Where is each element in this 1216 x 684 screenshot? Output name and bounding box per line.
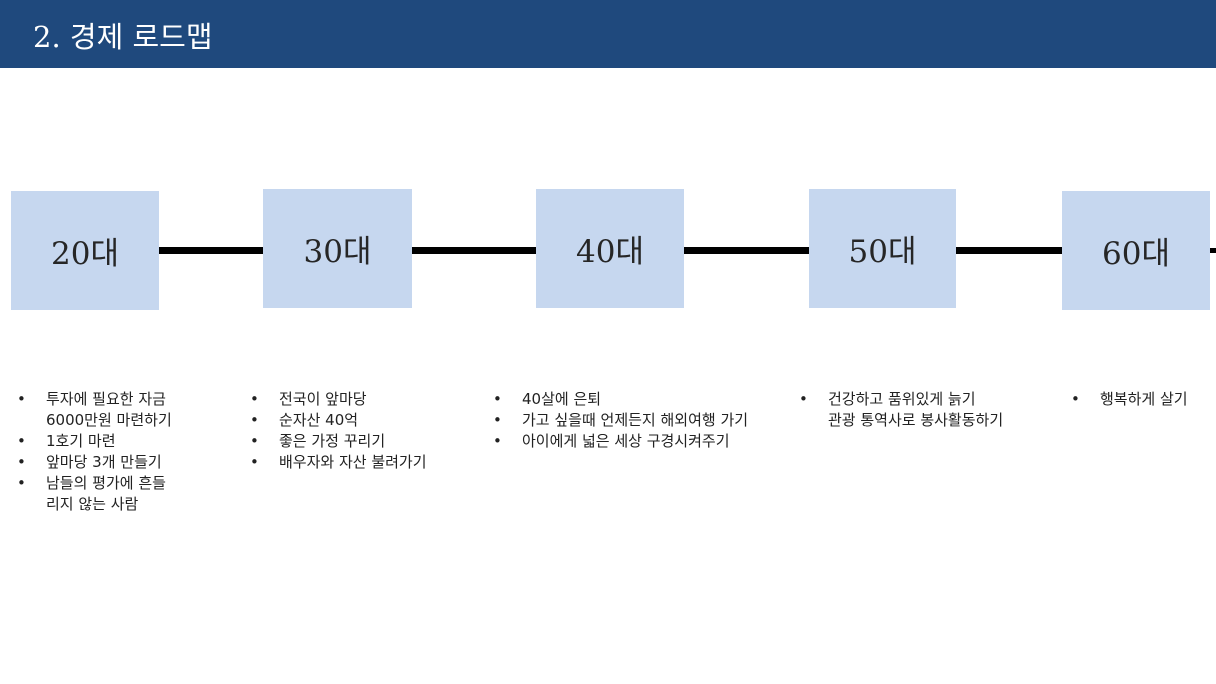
goal-list-40s: 40살에 은퇴 가고 싶을때 언제든지 해외여행 가기 아이에게 넓은 세상 구… (493, 389, 748, 452)
timeline-connector (411, 247, 537, 254)
slide-title: 2. 경제 로드맵 (33, 20, 213, 54)
timeline-connector (684, 247, 810, 254)
list-item: 아이에게 넓은 세상 구경시켜주기 (493, 431, 748, 452)
timeline-box-20s: 20대 (11, 191, 159, 310)
list-item: 순자산 40억 (250, 410, 427, 431)
goal-list-50s: 건강하고 품위있게 늙기 관광 통역사로 봉사활동하기 (799, 389, 1003, 431)
list-item: 건강하고 품위있게 늙기 (799, 389, 1003, 410)
timeline-connector (159, 247, 264, 254)
list-item: 행복하게 살기 (1071, 389, 1188, 410)
list-item: 앞마당 3개 만들기 (17, 452, 172, 473)
list-item: 관광 통역사로 봉사활동하기 (828, 411, 1004, 429)
timeline-box-30s: 30대 (263, 189, 412, 308)
list-item: 40살에 은퇴 (493, 389, 748, 410)
list-item: 6000만원 마련하기 (46, 411, 172, 429)
list-item: 전국이 앞마당 (250, 389, 427, 410)
list-item: 좋은 가정 꾸리기 (250, 431, 427, 452)
goal-list-60s: 행복하게 살기 (1071, 389, 1188, 410)
list-item: 남들의 평가에 흔들 (17, 473, 172, 494)
goal-list-20s: 투자에 필요한 자금 6000만원 마련하기 1호기 마련 앞마당 3개 만들기… (17, 389, 172, 515)
list-item: 가고 싶을때 언제든지 해외여행 가기 (493, 410, 748, 431)
goal-list-30s: 전국이 앞마당 순자산 40억 좋은 가정 꾸리기 배우자와 자산 불려가기 (250, 389, 427, 473)
timeline-box-50s: 50대 (809, 189, 956, 308)
timeline-connector-tail (1209, 248, 1216, 253)
timeline-box-40s: 40대 (536, 189, 684, 308)
list-item: 배우자와 자산 불려가기 (250, 452, 427, 473)
list-item: 투자에 필요한 자금 (17, 389, 172, 410)
slide-header-bar: 2. 경제 로드맵 (0, 0, 1216, 68)
list-item: 리지 않는 사람 (46, 495, 139, 513)
timeline-box-60s: 60대 (1062, 191, 1210, 310)
timeline-connector (956, 247, 1063, 254)
list-item: 1호기 마련 (17, 431, 172, 452)
